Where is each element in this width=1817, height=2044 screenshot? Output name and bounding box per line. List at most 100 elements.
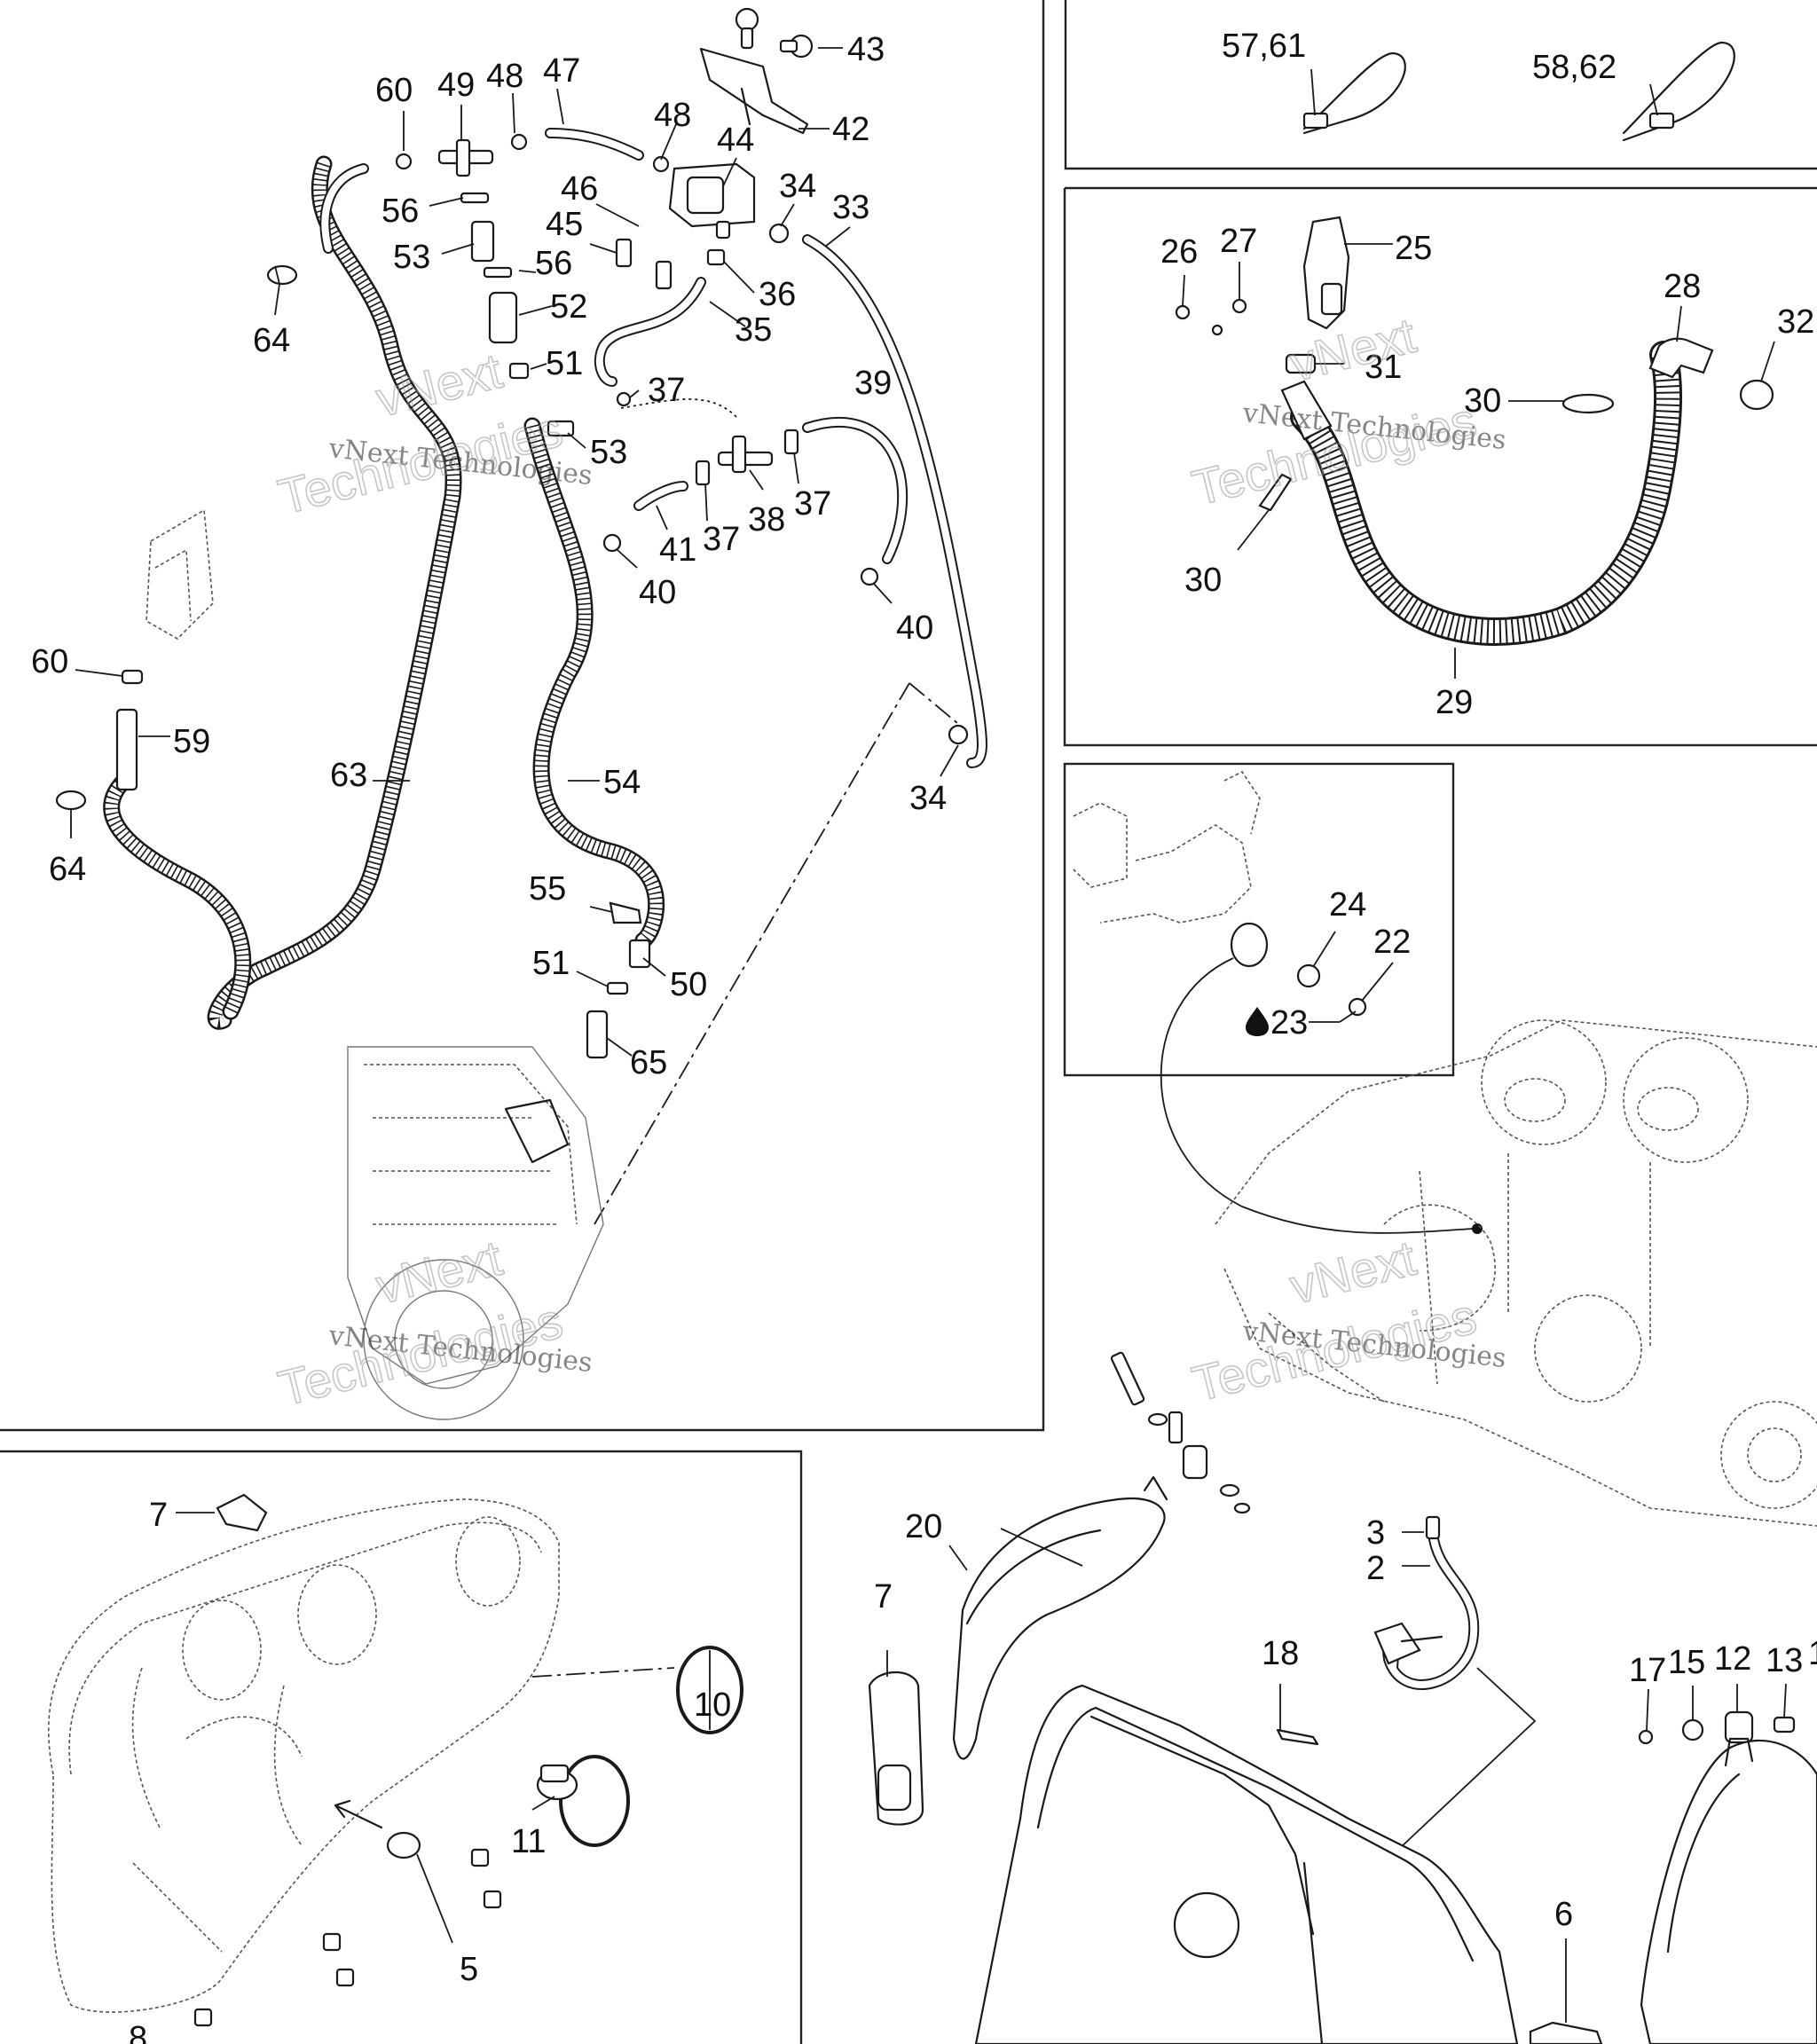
connector-53a: [470, 220, 495, 263]
nut-40a: [602, 533, 622, 553]
clamp-30b: [1258, 473, 1293, 512]
label-53a: 53: [393, 239, 430, 276]
nut-37a: [616, 391, 632, 407]
label-7b: 7: [874, 1578, 893, 1616]
label-52: 52: [550, 288, 587, 326]
label-63: 63: [330, 757, 367, 794]
nut-34b: [948, 724, 969, 745]
screw-26: [1175, 304, 1191, 320]
leader-lines: [70, 47, 1787, 2023]
hose-54: [523, 417, 665, 949]
clip-18: [1276, 1728, 1319, 1746]
label-60a: 60: [375, 72, 413, 109]
clamp-32: [1739, 379, 1774, 411]
label-48a: 48: [486, 58, 523, 95]
label-47: 47: [543, 52, 580, 90]
label-42: 42: [832, 111, 869, 148]
label-24: 24: [1329, 886, 1366, 924]
grommet-mount: [1230, 922, 1269, 968]
cable-tie-58-62: [1622, 41, 1735, 142]
grommet-5: [386, 1831, 421, 1859]
label-50: 50: [670, 966, 707, 1003]
fitting-56a: [460, 192, 490, 204]
tube-33: [802, 234, 987, 768]
grommet-12: [1724, 1710, 1754, 1744]
bracket-6: [1529, 2021, 1603, 2044]
cap-7a: [216, 1493, 268, 1532]
hose-29: [1290, 341, 1682, 646]
label-37c: 37: [703, 521, 740, 558]
label-17: 17: [1629, 1652, 1666, 1689]
svg-text:vNext: vNext: [371, 1230, 508, 1315]
clamp-64b: [55, 790, 87, 811]
valve-tap: [1373, 1622, 1421, 1665]
fuel-tank-right: [974, 1684, 1519, 2044]
fitting-56b: [483, 266, 513, 279]
fitting-51b: [606, 981, 629, 995]
connector-50: [628, 939, 651, 969]
label-33: 33: [832, 189, 869, 226]
nut-40b: [860, 567, 879, 586]
tie-panel-border: [1064, 0, 1817, 170]
label-64a: 64: [253, 322, 290, 359]
label-12: 12: [1714, 1640, 1751, 1678]
fitting-3: [1425, 1515, 1441, 1540]
label-34b: 34: [909, 780, 947, 817]
engine-detail-main: [347, 1046, 604, 1420]
pin-13: [1773, 1716, 1796, 1733]
mount-leader-curve: [1160, 957, 1474, 1234]
label-7a: 7: [149, 1497, 168, 1534]
tank-panel-border: [0, 1450, 803, 2044]
label-11: 11: [511, 1823, 546, 1860]
seal-ring-10: [676, 1646, 743, 1734]
clamp-64a: [266, 264, 298, 286]
elbow-28: [1648, 337, 1714, 379]
svg-text:Technologies: Technologies: [273, 1292, 568, 1416]
small-fittings: [55, 133, 969, 1059]
washer-24: [1296, 963, 1321, 988]
label-13: 13: [1766, 1642, 1803, 1679]
label-30b: 30: [1184, 562, 1222, 599]
tube-47: [545, 128, 644, 161]
svg-text:Technologies: Technologies: [1187, 1287, 1482, 1411]
cable-tie-57-61: [1302, 51, 1406, 135]
label-26: 26: [1160, 233, 1198, 271]
screws-left: [193, 1848, 502, 2027]
label-59: 59: [173, 723, 210, 760]
label-20: 20: [905, 1508, 942, 1545]
label-41: 41: [659, 531, 696, 569]
fitting-37c: [783, 428, 799, 455]
label-56b: 56: [535, 245, 572, 282]
bolt-43a: [735, 7, 759, 32]
tube-39: [802, 417, 908, 564]
label-51b: 51: [532, 945, 570, 982]
label-34a: 34: [779, 168, 816, 205]
label-28: 28: [1664, 268, 1701, 305]
label-54: 54: [603, 764, 641, 801]
mount-point: [1472, 1223, 1483, 1234]
label-46: 46: [561, 170, 598, 208]
clamp-48a: [510, 133, 528, 151]
heat-shield-20: [952, 1475, 1168, 1760]
label-40b: 40: [896, 609, 933, 647]
bolt-22: [1348, 997, 1367, 1017]
tube-35: [594, 277, 706, 387]
hose-2: [1373, 1515, 1537, 1864]
shield-right: [1640, 1737, 1817, 2044]
label-65: 65: [630, 1044, 667, 1081]
label-49: 49: [437, 67, 475, 104]
drop-icon: [1246, 1007, 1269, 1036]
label-5: 5: [460, 1951, 478, 1988]
watermark-4: vNext Technologies vNext Technologies: [1186, 1229, 1507, 1412]
label-38: 38: [748, 501, 785, 539]
duct-inlet: [1280, 380, 1333, 441]
hose-upper-left: [319, 163, 369, 254]
label-23: 23: [1270, 1004, 1308, 1042]
fitting-45a: [615, 238, 633, 268]
plug-11: [536, 1764, 578, 1801]
mount-panel-border: [1063, 762, 1455, 1077]
label-45: 45: [546, 206, 583, 243]
label-57-61: 57,61: [1222, 28, 1306, 65]
label-25: 25: [1395, 230, 1432, 267]
